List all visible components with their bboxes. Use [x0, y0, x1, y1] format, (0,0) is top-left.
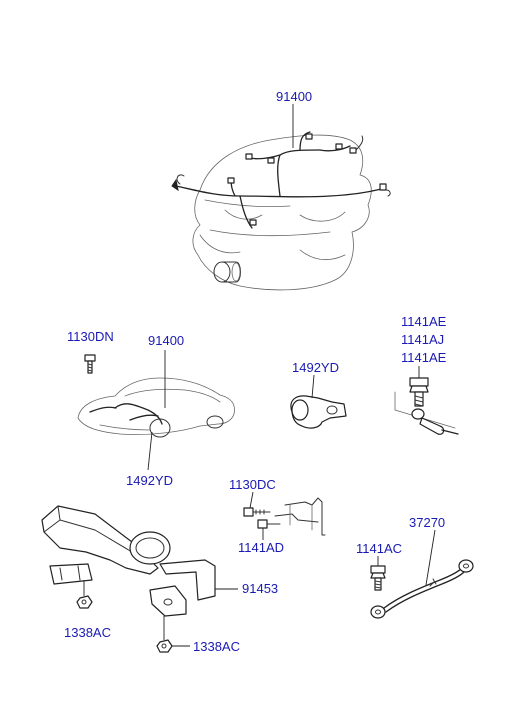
engine-wiring-harness-illustration: [171, 104, 391, 291]
harness-clip-illustration: [290, 374, 347, 429]
label-91400-engine[interactable]: 91400: [276, 89, 312, 104]
bolt-icon: [84, 354, 96, 374]
label-1492yd-body[interactable]: 1492YD: [126, 473, 173, 488]
car-body-illustration: [77, 350, 235, 471]
mounting-bracket-illustration: [243, 491, 326, 540]
label-1141ad[interactable]: 1141AD: [238, 540, 284, 555]
label-91453[interactable]: 91453: [242, 581, 278, 596]
battery-ground-cable-illustration: [370, 529, 474, 619]
ground-terminal-illustration: [394, 366, 459, 435]
label-1141ac[interactable]: 1141AC: [356, 541, 402, 556]
label-1141ae-bottom[interactable]: 1141AE: [401, 350, 447, 365]
label-37270[interactable]: 37270: [409, 515, 445, 530]
label-1338ac-right[interactable]: 1338AC: [193, 639, 240, 654]
label-1130dc[interactable]: 1130DC: [229, 477, 276, 492]
harness-bracket-illustration: [41, 505, 238, 653]
label-1492yd-clip[interactable]: 1492YD: [292, 360, 339, 375]
label-1141aj[interactable]: 1141AJ: [401, 332, 444, 347]
label-1141ae-top[interactable]: 1141AE: [401, 314, 447, 329]
label-1338ac-left[interactable]: 1338AC: [64, 625, 111, 640]
label-1130dn[interactable]: 1130DN: [67, 329, 114, 344]
label-91400-body[interactable]: 91400: [148, 333, 184, 348]
